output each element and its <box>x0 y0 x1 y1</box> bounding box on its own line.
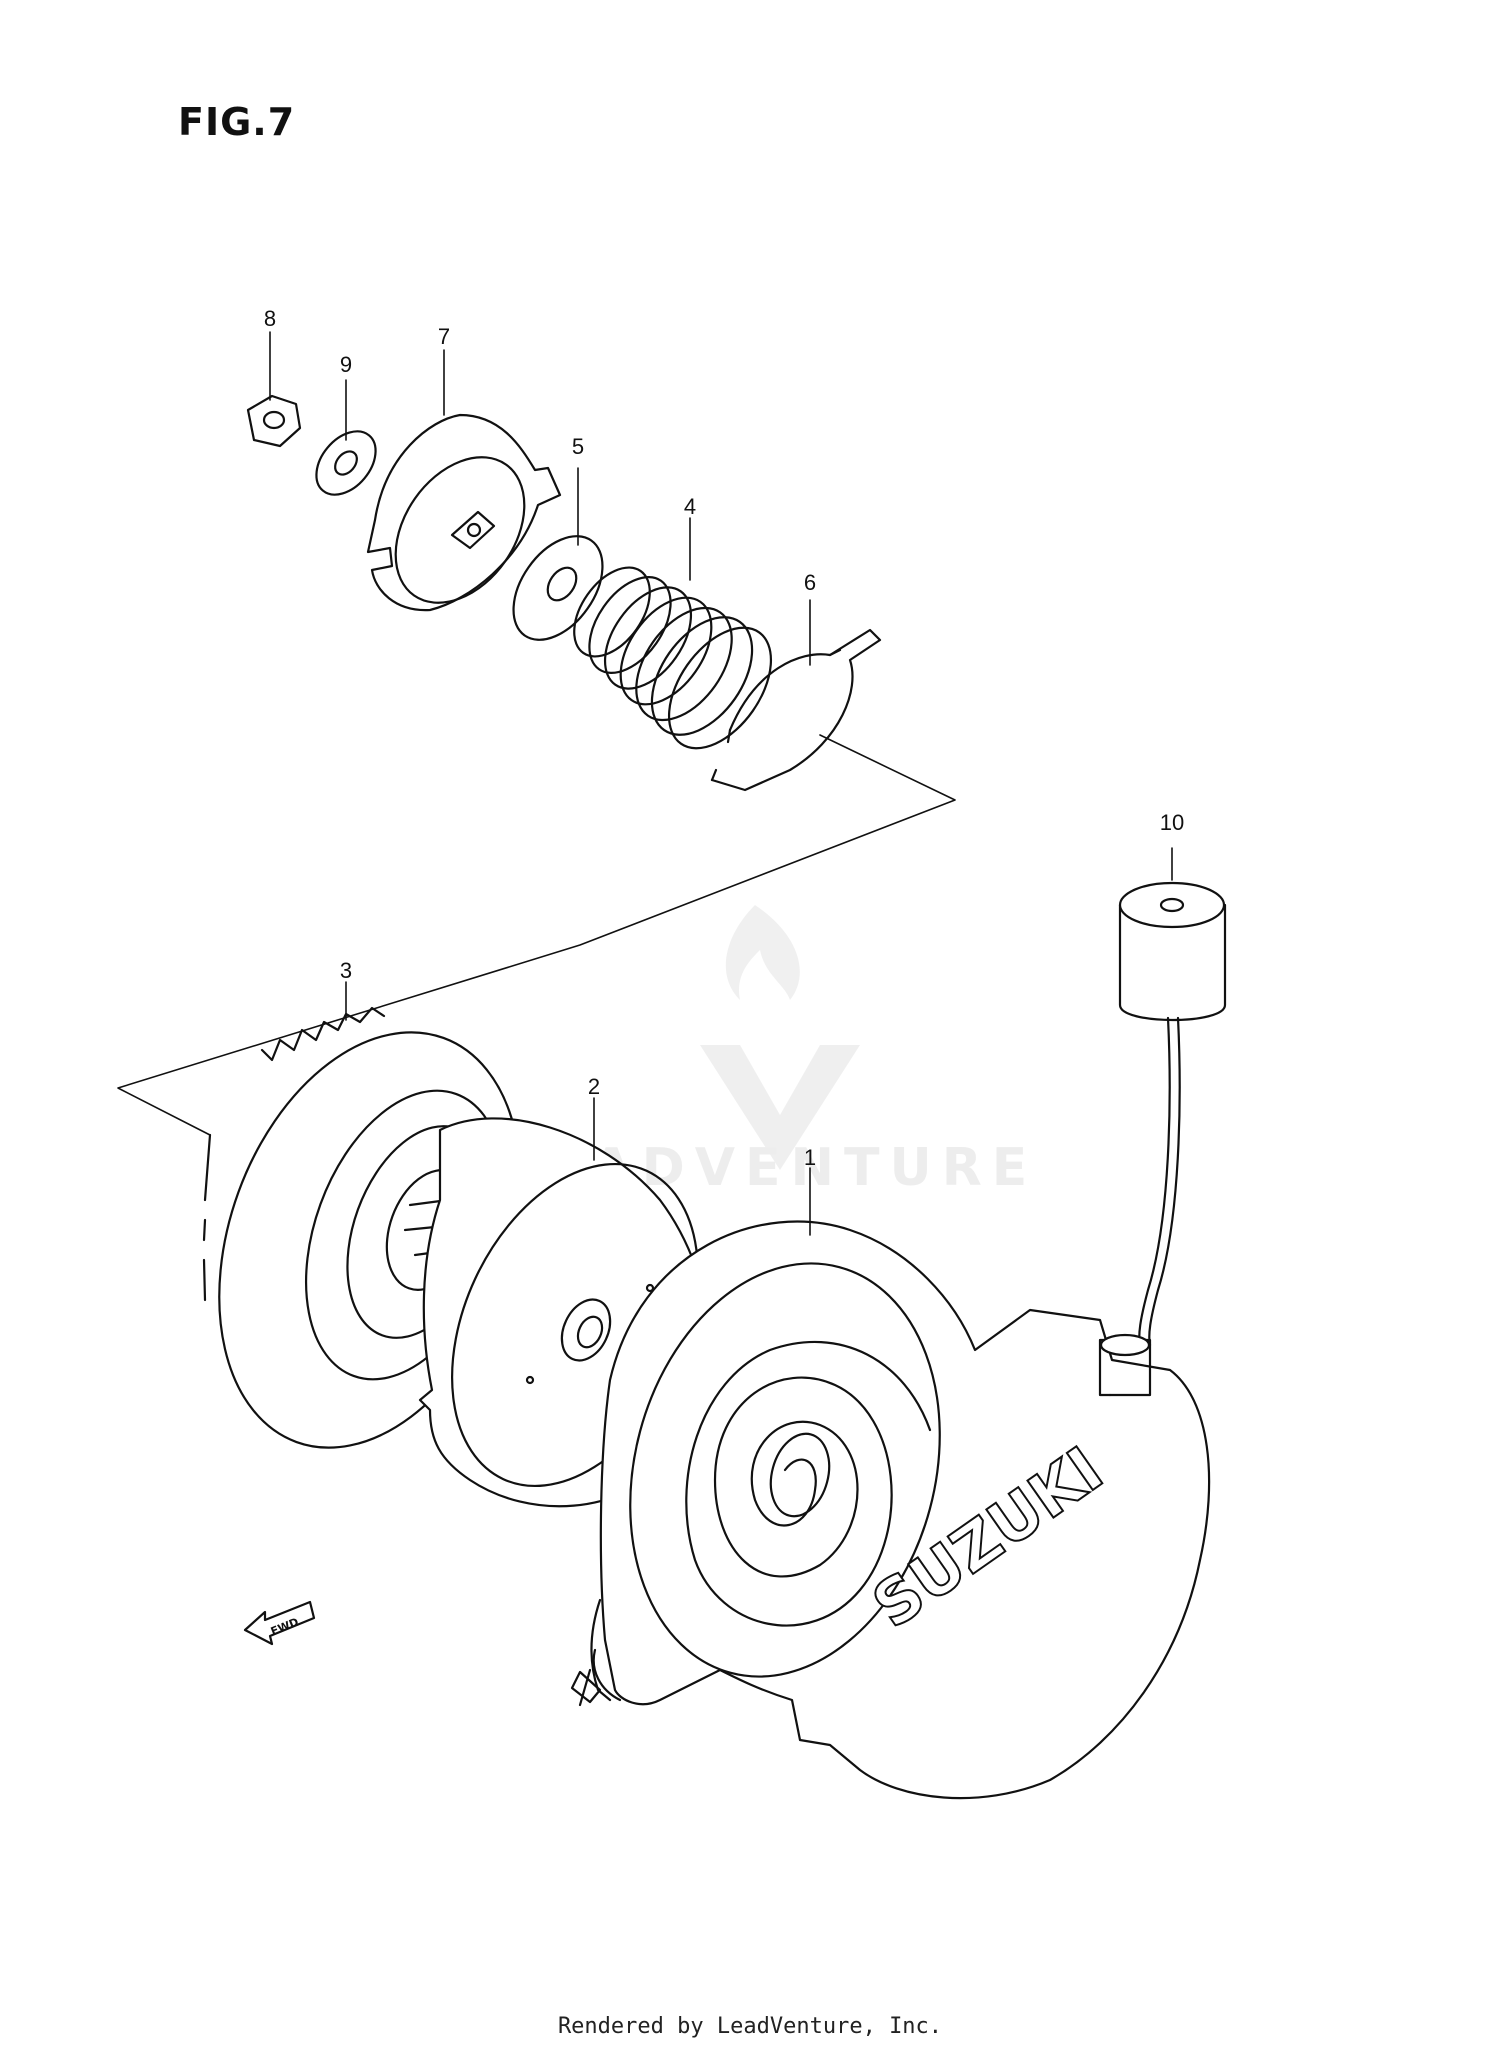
part-9-washer <box>315 430 377 496</box>
assembly-axis-lines <box>117 734 956 1136</box>
callout-3: 3 <box>340 958 352 983</box>
part-4-coil-spring <box>573 566 773 750</box>
callout-1: 1 <box>804 1145 816 1170</box>
part-8-nut <box>246 394 302 448</box>
part-1-snap-lever <box>570 1598 612 1704</box>
callout-5: 5 <box>572 434 584 459</box>
watermark-logo-icon <box>700 905 860 1170</box>
callout-7: 7 <box>438 324 450 349</box>
figure-title: FIG.7 <box>178 100 296 144</box>
callout-leaders <box>269 331 1173 1236</box>
callout-10: 10 <box>1160 810 1184 835</box>
part-10-handle <box>1118 881 1227 1347</box>
part-7-guide-plate <box>366 413 562 612</box>
callout-6: 6 <box>804 570 816 595</box>
callout-9: 9 <box>340 352 352 377</box>
callout-2: 2 <box>588 1074 600 1099</box>
fwd-direction-marker: FWD <box>243 1600 316 1646</box>
part-5-washer <box>512 535 604 641</box>
callout-8: 8 <box>264 306 276 331</box>
part-1-starter-case: SUZUKI <box>578 1220 1211 1800</box>
footer-credit: Rendered by LeadVenture, Inc. <box>557 2014 943 2039</box>
callouts: 1 2 3 4 5 6 7 8 9 10 <box>264 306 1184 1170</box>
part-6-friction-spring <box>710 628 882 792</box>
callout-4: 4 <box>684 494 696 519</box>
